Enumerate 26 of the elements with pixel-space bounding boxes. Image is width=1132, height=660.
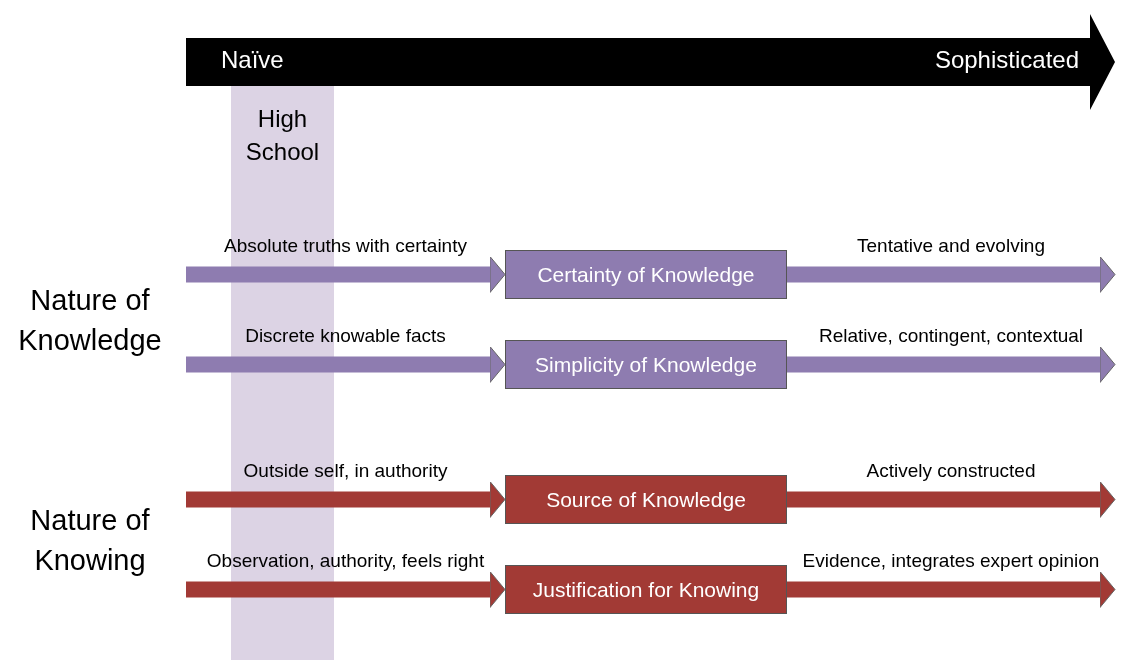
block-arrow [787, 571, 1116, 608]
edge-label: Tentative and evolving [857, 234, 1045, 257]
block-arrow [787, 256, 1116, 293]
scale-end-label: Sophisticated [934, 46, 1079, 74]
block-arrow [186, 346, 506, 383]
edge-label: Observation, authority, feels right [206, 549, 485, 572]
edge-label: Discrete knowable facts [245, 324, 446, 347]
block-arrow [186, 481, 506, 518]
scale-end-label: Naïve [221, 46, 284, 74]
edge-label: Evidence, integrates expert opinion [802, 549, 1100, 572]
dimension-box: Simplicity of Knowledge [505, 340, 787, 389]
block-arrow [186, 571, 506, 608]
edge-label: Relative, contingent, contextual [818, 324, 1084, 347]
dimension-box: Justification for Knowing [505, 565, 787, 614]
edge-label: Actively constructed [866, 459, 1036, 482]
block-arrow [787, 481, 1116, 518]
edge-label: Outside self, in authority [243, 459, 448, 482]
dimension-box: Source of Knowledge [505, 475, 787, 524]
dimension-box: Certainty of Knowledge [505, 250, 787, 299]
block-arrow [186, 256, 506, 293]
row-label: Nature of Knowledge [17, 283, 163, 358]
edge-label: Absolute truths with certainty [224, 234, 467, 257]
progress-arrow [186, 14, 1115, 111]
block-arrow [787, 346, 1116, 383]
row-label: Nature of Knowing [29, 503, 151, 578]
band-label: High School [244, 104, 321, 168]
